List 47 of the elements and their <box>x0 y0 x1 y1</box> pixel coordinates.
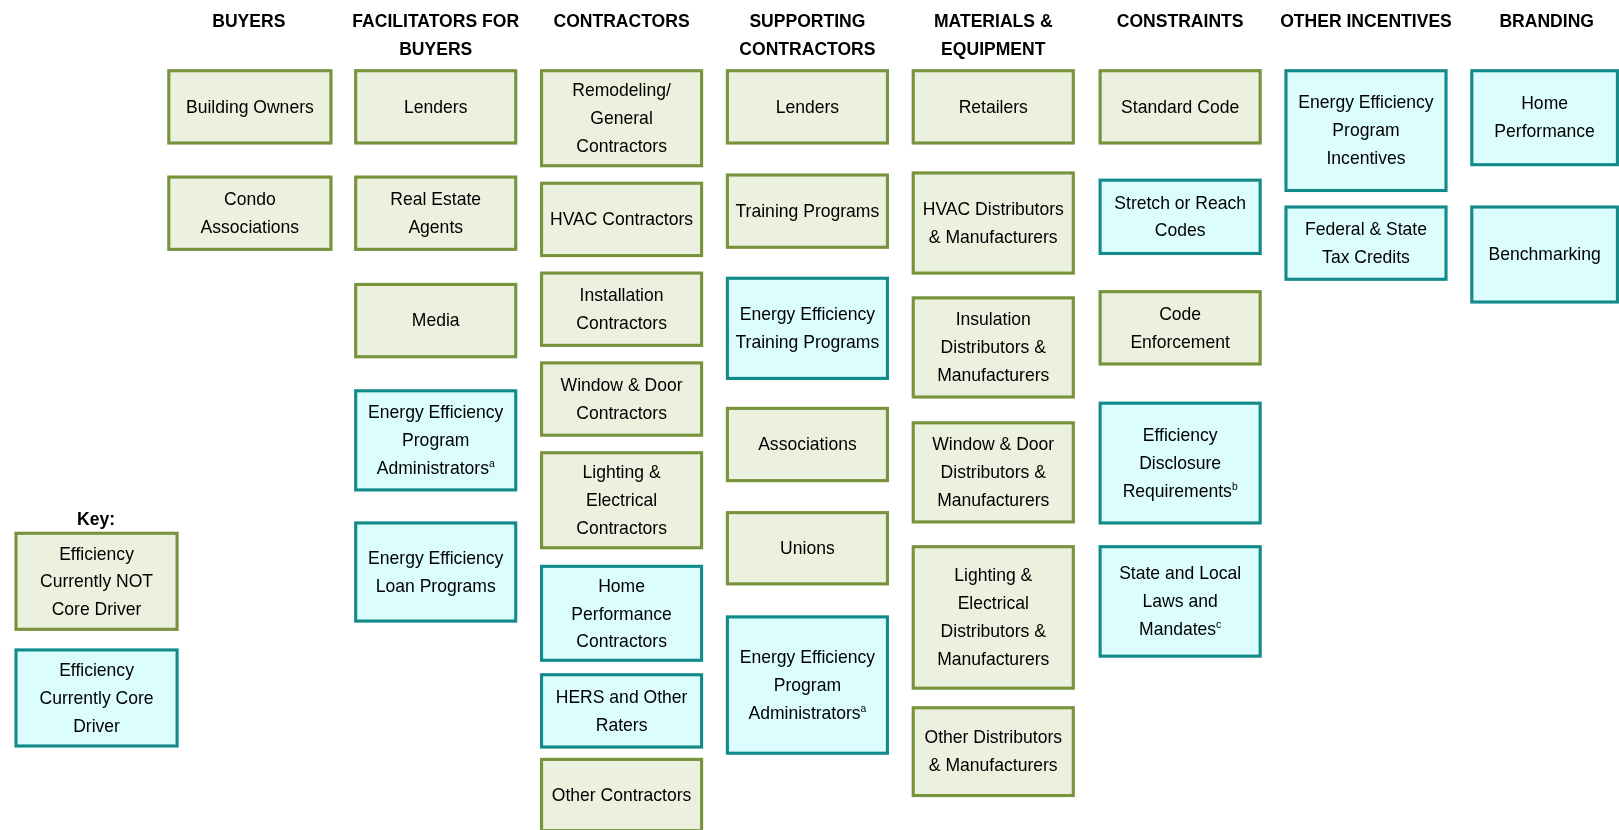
legend-text: Efficiency Currently Core Driver <box>38 659 155 738</box>
category-box: Standard Code <box>1098 69 1262 145</box>
key-heading: Key: <box>76 508 117 531</box>
category-box: Associations <box>725 406 889 483</box>
category-box: HERS and Other Raters <box>540 673 704 749</box>
category-box: Efficiency Disclosure Requirements$^{b}$ <box>1098 401 1262 525</box>
category-box: Media <box>354 282 518 359</box>
category-box: Window & Door Distributors & Manufacturers <box>911 421 1075 524</box>
category-box: Home Performance <box>1470 69 1619 167</box>
column-heading: BRANDING <box>1498 10 1595 33</box>
column-heading: CONSTRAINTS <box>1115 10 1245 33</box>
category-box: Other Distributors & Manufacturers <box>911 706 1075 798</box>
category-box: Federal & State Tax Credits <box>1284 205 1448 281</box>
category-box: HVAC Contractors <box>540 181 704 258</box>
category-box: Lighting & Electrical Distributors & Manufacturers <box>911 545 1075 690</box>
legend-text: Efficiency Currently NOT Core Driver <box>38 542 155 621</box>
category-box: Energy Efficiency Program Administrators$^{a}$ <box>725 615 889 755</box>
category-box: Building Owners <box>167 69 333 145</box>
category-box: Lighting & Electrical Contractors <box>540 451 704 550</box>
category-box: Lenders <box>354 69 518 145</box>
category-box: Benchmarking <box>1470 205 1619 304</box>
category-box: Remodeling/ General Contractors <box>540 69 704 168</box>
category-box: Window & Door Contractors <box>540 361 704 437</box>
category-box: HVAC Distributors & Manufacturers <box>911 171 1075 275</box>
category-box: Energy Efficiency Program Administrators$^{a}$ <box>354 389 518 492</box>
category-box: Training Programs <box>725 173 889 249</box>
category-box: Other Contractors <box>540 757 704 830</box>
column-heading: FACILITATORS FOR BUYERS <box>351 10 521 61</box>
column-heading: CONTRACTORS <box>552 10 691 33</box>
category-box: Unions <box>725 511 889 586</box>
category-box: Energy Efficiency Program Incentives <box>1284 69 1448 193</box>
column-heading: BUYERS <box>211 10 287 33</box>
category-box: Code Enforcement <box>1098 290 1262 366</box>
category-box: Retailers <box>911 69 1075 145</box>
category-box: Installation Contractors <box>540 271 704 347</box>
category-box: Energy Efficiency Training Programs <box>725 276 889 380</box>
column-heading: MATERIALS & EQUIPMENT <box>932 10 1054 61</box>
category-box: State and Local Laws and Mandates$^{c}$ <box>1098 545 1262 658</box>
category-box: Lenders <box>725 69 889 145</box>
category-box: Insulation Distributors & Manufacturers <box>911 296 1075 399</box>
category-box: Energy Efficiency Loan Programs <box>354 521 518 623</box>
category-box: Real Estate Agents <box>354 175 518 251</box>
column-heading: SUPPORTING CONTRACTORS <box>738 10 877 61</box>
category-box: Home Performance Contractors <box>540 564 704 662</box>
category-box: Stretch or Reach Codes <box>1098 178 1262 256</box>
category-box: Condo Associations <box>167 175 333 251</box>
column-heading: OTHER INCENTIVES <box>1279 10 1453 33</box>
